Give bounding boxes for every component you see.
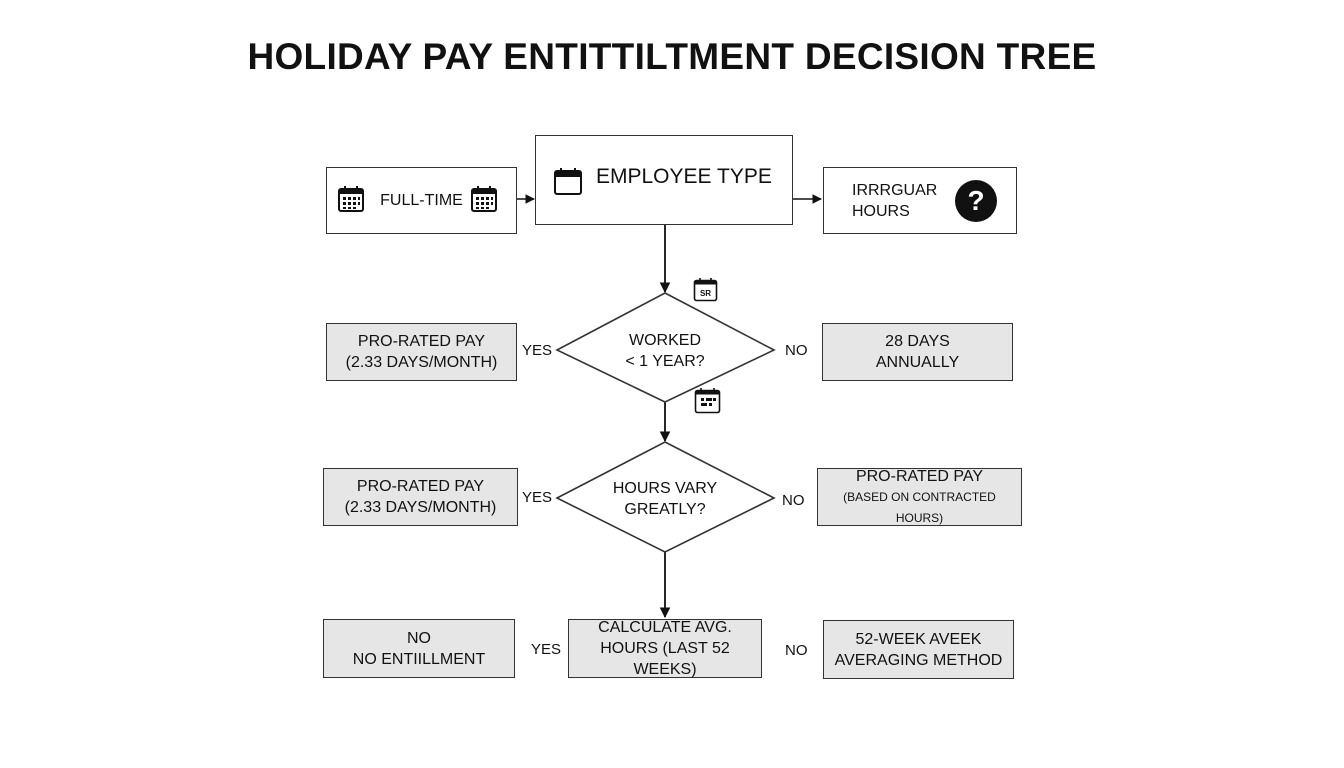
full-time-label: FULL-TIME	[380, 192, 463, 209]
52-week-line2: AVERAGING METHOD	[834, 651, 1003, 669]
pro-rated-pay-box-1[interactable]: PRO-RATED PAY (2.33 DAYS/MONTH)	[326, 323, 517, 381]
hours-vary-diamond	[555, 441, 776, 553]
28-days-box[interactable]: 28 DAYS ANNUALLY	[822, 323, 1013, 381]
28-days-line2: ANNUALLY	[875, 354, 960, 371]
pro-rated-3-line1: PRO-RATED PAY	[855, 467, 984, 485]
calculate-line1: CALCULATE AVG.	[598, 619, 732, 636]
pro-rated-3-line2: (BASED ON CONTRACTED HOURS)	[843, 489, 996, 525]
employee-type-label: EMPLOYEE TYPE	[596, 165, 772, 188]
hours-vary-line2: GREATLY?	[624, 501, 706, 518]
diagram-title: HOLIDAY PAY ENTITTILTMENT DECISION TREE	[247, 36, 1097, 77]
no-entitlement-box[interactable]: NO NO ENTIILLMENT	[323, 619, 515, 678]
calculate-avg-box[interactable]: CALCULATE AVG. HOURS (LAST 52 WEEKS)	[568, 619, 762, 678]
hours-vary-question: HOURS VARY GREATLY?	[597, 478, 733, 520]
calendar-icon	[338, 186, 364, 212]
28-days-line1: 28 DAYS	[885, 333, 950, 350]
irregular-hours-line2: HOURS	[852, 202, 910, 220]
yes-label-3: YES	[531, 641, 562, 658]
calculate-line2: HOURS (LAST 52 WEEKS)	[600, 640, 730, 678]
irregular-hours-box[interactable]: IRRRGUAR HOURS	[823, 167, 1017, 234]
no-entitlement-line1: NO	[407, 629, 431, 647]
no-entitlement-line2: NO ENTIILLMENT	[352, 650, 486, 668]
yes-label-2: YES	[522, 489, 553, 506]
pro-rated-1-line2: (2.33 DAYS/MONTH)	[345, 354, 498, 371]
pro-rated-2-line2: (2.33 DAYS/MONTH)	[344, 499, 497, 516]
worked-question: WORKED < 1 YEAR?	[597, 330, 733, 372]
worked-line2: < 1 YEAR?	[625, 353, 705, 370]
worked-diamond	[555, 292, 776, 403]
yes-label-1: YES	[522, 342, 553, 359]
pro-rated-pay-box-3[interactable]: PRO-RATED PAY (BASED ON CONTRACTED HOURS…	[817, 468, 1022, 526]
calendar-icon	[694, 388, 721, 414]
calendar-icon: SR	[693, 278, 718, 302]
52-week-averaging-box[interactable]: 52-WEEK AVEEK AVERAGING METHOD	[823, 620, 1014, 679]
pro-rated-1-line1: PRO-RATED PAY	[357, 333, 486, 350]
irregular-hours-line1: IRRRGUAR	[852, 181, 938, 199]
calendar-icon	[554, 168, 582, 195]
no-label-1: NO	[785, 342, 808, 359]
52-week-line1: 52-WEEK AVEEK	[855, 630, 982, 648]
question-mark: ?	[967, 185, 985, 216]
worked-line1: WORKED	[629, 332, 701, 349]
question-circle-icon: ?	[955, 180, 997, 222]
pro-rated-pay-box-2[interactable]: PRO-RATED PAY (2.33 DAYS/MONTH)	[323, 468, 518, 526]
calendar-small-label: SR	[700, 289, 711, 298]
hours-vary-line1: HOURS VARY	[612, 480, 718, 497]
no-label-3: NO	[785, 642, 808, 659]
no-label-2: NO	[782, 492, 805, 509]
pro-rated-2-line1: PRO-RATED PAY	[356, 478, 485, 495]
calendar-icon	[471, 186, 497, 212]
